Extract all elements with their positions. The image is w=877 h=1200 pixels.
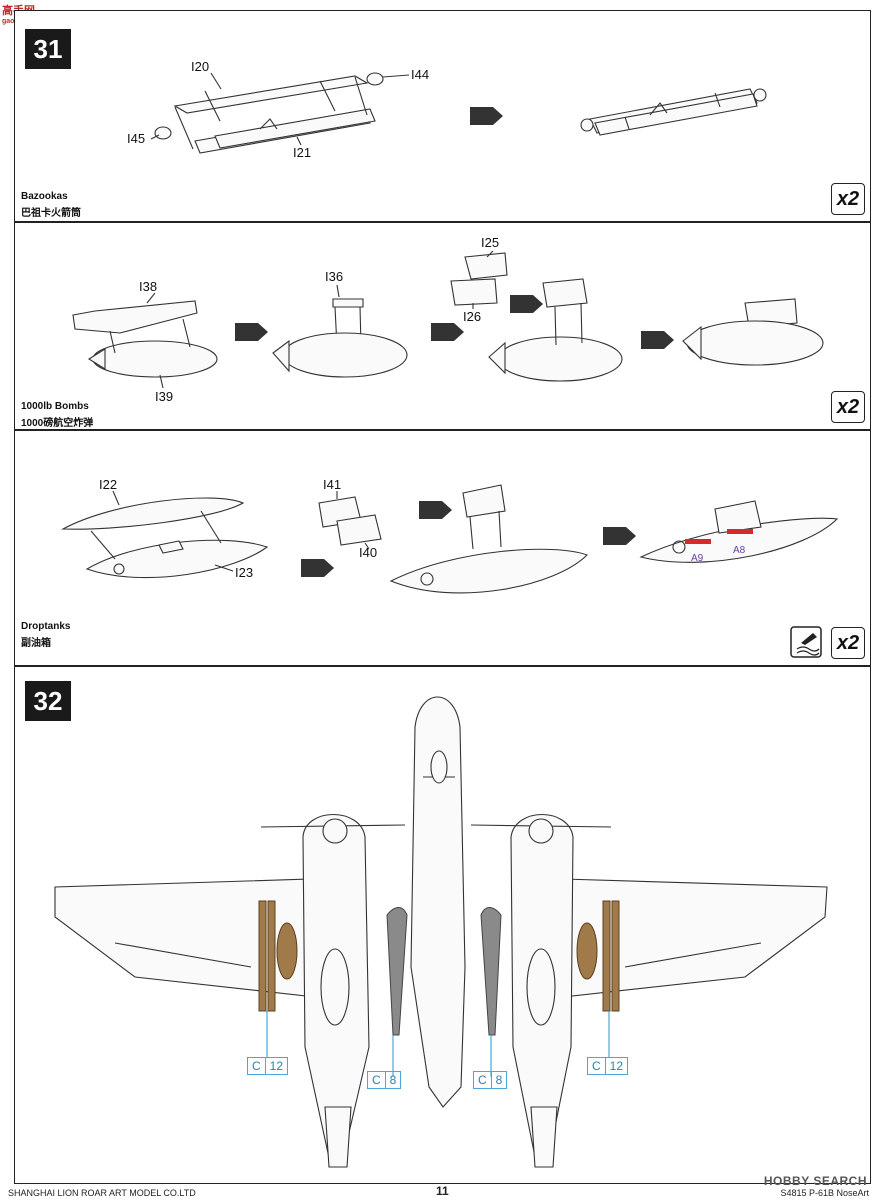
step-32-badge: 32 [25, 681, 71, 721]
droptank-assembled: A9 A8 [639, 500, 839, 564]
callout-letter: C [478, 1073, 487, 1087]
assembly-arrow-2 [235, 323, 268, 341]
part-label-i45: I45 [127, 131, 145, 146]
part-label-i26: I26 [463, 309, 481, 324]
callout-number: 8 [490, 1072, 507, 1088]
callout-c8-left: C 8 [367, 1071, 402, 1089]
part-label-i38: I38 [139, 279, 157, 294]
part-label-i41: I41 [323, 477, 341, 492]
droptank-exploded-1 [60, 497, 269, 579]
part-label-i36: I36 [325, 269, 343, 284]
decal-a9-mark [685, 539, 711, 544]
assembly-arrow-3 [431, 323, 464, 341]
bomb-exploded-2 [272, 298, 408, 378]
callout-c12-right: C 12 [587, 1057, 629, 1075]
part-label-i23: I23 [235, 565, 253, 580]
droptank-left [386, 907, 408, 1036]
assembly-arrow-5 [301, 559, 334, 577]
decal-label-a9: A9 [691, 553, 704, 564]
panel-step-32: 32 [14, 666, 871, 1184]
callout-letter: C [372, 1073, 381, 1087]
assembly-arrow-4 [641, 331, 674, 349]
caption-bombs-zh: 1000磅航空炸弹 [21, 418, 94, 429]
decal-a8-mark [727, 529, 753, 534]
droptank-exploded-2 [318, 484, 588, 594]
decal-label-a8: A8 [733, 545, 746, 556]
caption-droptanks-zh: 副油箱 [21, 638, 51, 649]
bazooka-exploded [154, 72, 384, 154]
part-label-i25: I25 [481, 235, 499, 250]
bazooka-diagram: I20 I44 I45 I21 [127, 59, 767, 160]
caption-droptanks-en: Droptanks [21, 621, 71, 632]
watermark-hobby-search: HOBBY SEARCH [763, 1174, 867, 1188]
part-label-i20: I20 [191, 59, 209, 74]
caption-bazookas-zh: 巴祖卡火箭筒 [21, 208, 81, 219]
callout-number: 12 [264, 1058, 287, 1074]
footer-company: SHANGHAI LION ROAR ART MODEL CO.LTD [8, 1188, 196, 1198]
decal-water-icon [790, 626, 822, 658]
bomb-right [576, 922, 598, 980]
panel-bombs: I38 I39 I36 I25 I26 [14, 222, 871, 430]
callout-letter: C [252, 1059, 261, 1073]
aircraft-underside-diagram [54, 696, 828, 1168]
multiplier-badge-bazookas: x2 [831, 183, 865, 215]
part-label-i40: I40 [359, 545, 377, 560]
callout-c12-left: C 12 [247, 1057, 289, 1075]
part-label-i21: I21 [293, 145, 311, 160]
footer-page-number: 11 [436, 1184, 449, 1198]
callout-c8-right: C 8 [473, 1071, 508, 1089]
droptank-right [480, 907, 502, 1036]
bomb-left [276, 922, 298, 980]
part-label-i22: I22 [99, 477, 117, 492]
panel-droptanks: I22 I23 I41 I40 A9 A8 [14, 430, 871, 666]
step-31-badge: 31 [25, 29, 71, 69]
droptank-diagram: I22 I23 I41 I40 A9 A8 [60, 477, 839, 658]
rocket-tubes-right [602, 900, 620, 1012]
assembly-arrow-1 [470, 107, 503, 125]
bomb-exploded-1 [72, 300, 218, 378]
rocket-tubes-left [258, 900, 276, 1012]
multiplier-badge-bombs: x2 [831, 391, 865, 423]
part-label-i44: I44 [411, 67, 429, 82]
bazooka-assembled [580, 88, 767, 136]
assembly-arrow-6 [603, 527, 636, 545]
panel-bazookas: 31 I20 I44 I45 I21 [14, 10, 871, 222]
callout-number: 8 [384, 1072, 401, 1088]
bomb-exploded-3 [450, 252, 623, 382]
multiplier-badge-droptanks: x2 [831, 627, 865, 659]
fuselage [410, 696, 466, 1108]
wing-left [54, 878, 316, 998]
caption-bazookas-en: Bazookas [21, 191, 68, 202]
bomb-assembled [682, 298, 824, 366]
footer-kit-info: S4815 P-61B NoseArt [780, 1188, 869, 1198]
bomb-diagram: I38 I39 I36 I25 I26 [72, 235, 824, 404]
callout-number: 12 [604, 1058, 627, 1074]
part-label-i39: I39 [155, 389, 173, 404]
callout-letter: C [592, 1059, 601, 1073]
caption-bombs-en: 1000lb Bombs [21, 401, 89, 412]
